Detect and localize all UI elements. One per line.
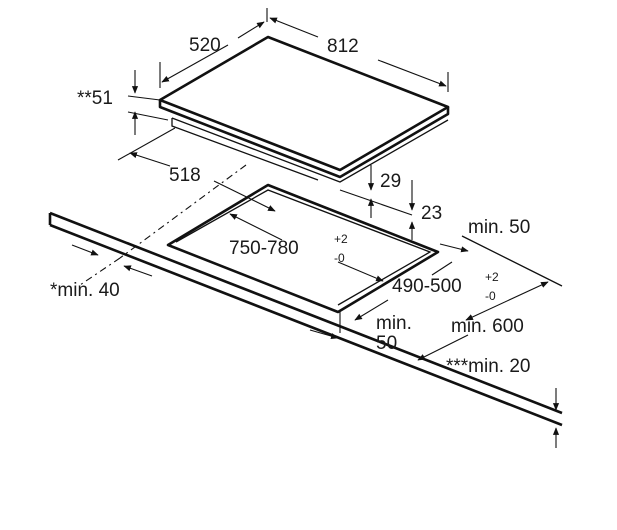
label-490-500-tol-plus: +2 xyxy=(485,270,499,284)
label-520: 520 xyxy=(189,35,221,56)
hob-appliance xyxy=(158,35,450,183)
dim-29 xyxy=(339,165,413,218)
label-min-50-front-a: min. xyxy=(376,313,412,334)
label-750-780: 750-780 xyxy=(229,238,299,259)
dim-min-50-front xyxy=(309,312,341,340)
label-23: 23 xyxy=(421,203,442,224)
dim-min-50-right xyxy=(439,243,469,253)
label-518: 518 xyxy=(169,165,201,186)
label-29: 29 xyxy=(380,171,401,192)
dim-518 xyxy=(117,127,276,212)
dim-812 xyxy=(269,17,449,92)
label-min-20: ***min. 20 xyxy=(446,356,531,377)
projection-lines xyxy=(79,164,247,286)
label-812: 812 xyxy=(327,36,359,57)
label-min-600: min. 600 xyxy=(451,316,524,337)
cutout-opening xyxy=(166,183,440,314)
label-750-780-tol-plus: +2 xyxy=(334,232,348,246)
dim-min-600 xyxy=(465,281,549,321)
cutout-width-value: 750-780 xyxy=(229,238,299,259)
dim-750-780 xyxy=(229,213,384,282)
label-51: **51 xyxy=(77,88,113,109)
dim-490-500 xyxy=(354,261,453,321)
cutout-depth-value: 490-500 xyxy=(392,276,462,297)
label-490-500-tol-minus: -0 xyxy=(485,289,496,303)
label-min-50-right: min. 50 xyxy=(468,217,530,238)
label-750-780-tol-minus: -0 xyxy=(334,251,345,265)
label-min-50-front-b: 50 xyxy=(376,333,397,354)
label-min-40: *min. 40 xyxy=(50,280,120,301)
label-490-500: 490-500 xyxy=(392,276,462,297)
dim-520 xyxy=(159,8,268,88)
dim-min-40 xyxy=(71,244,153,277)
dim-51 xyxy=(127,70,169,135)
dim-min-20 xyxy=(417,334,560,448)
